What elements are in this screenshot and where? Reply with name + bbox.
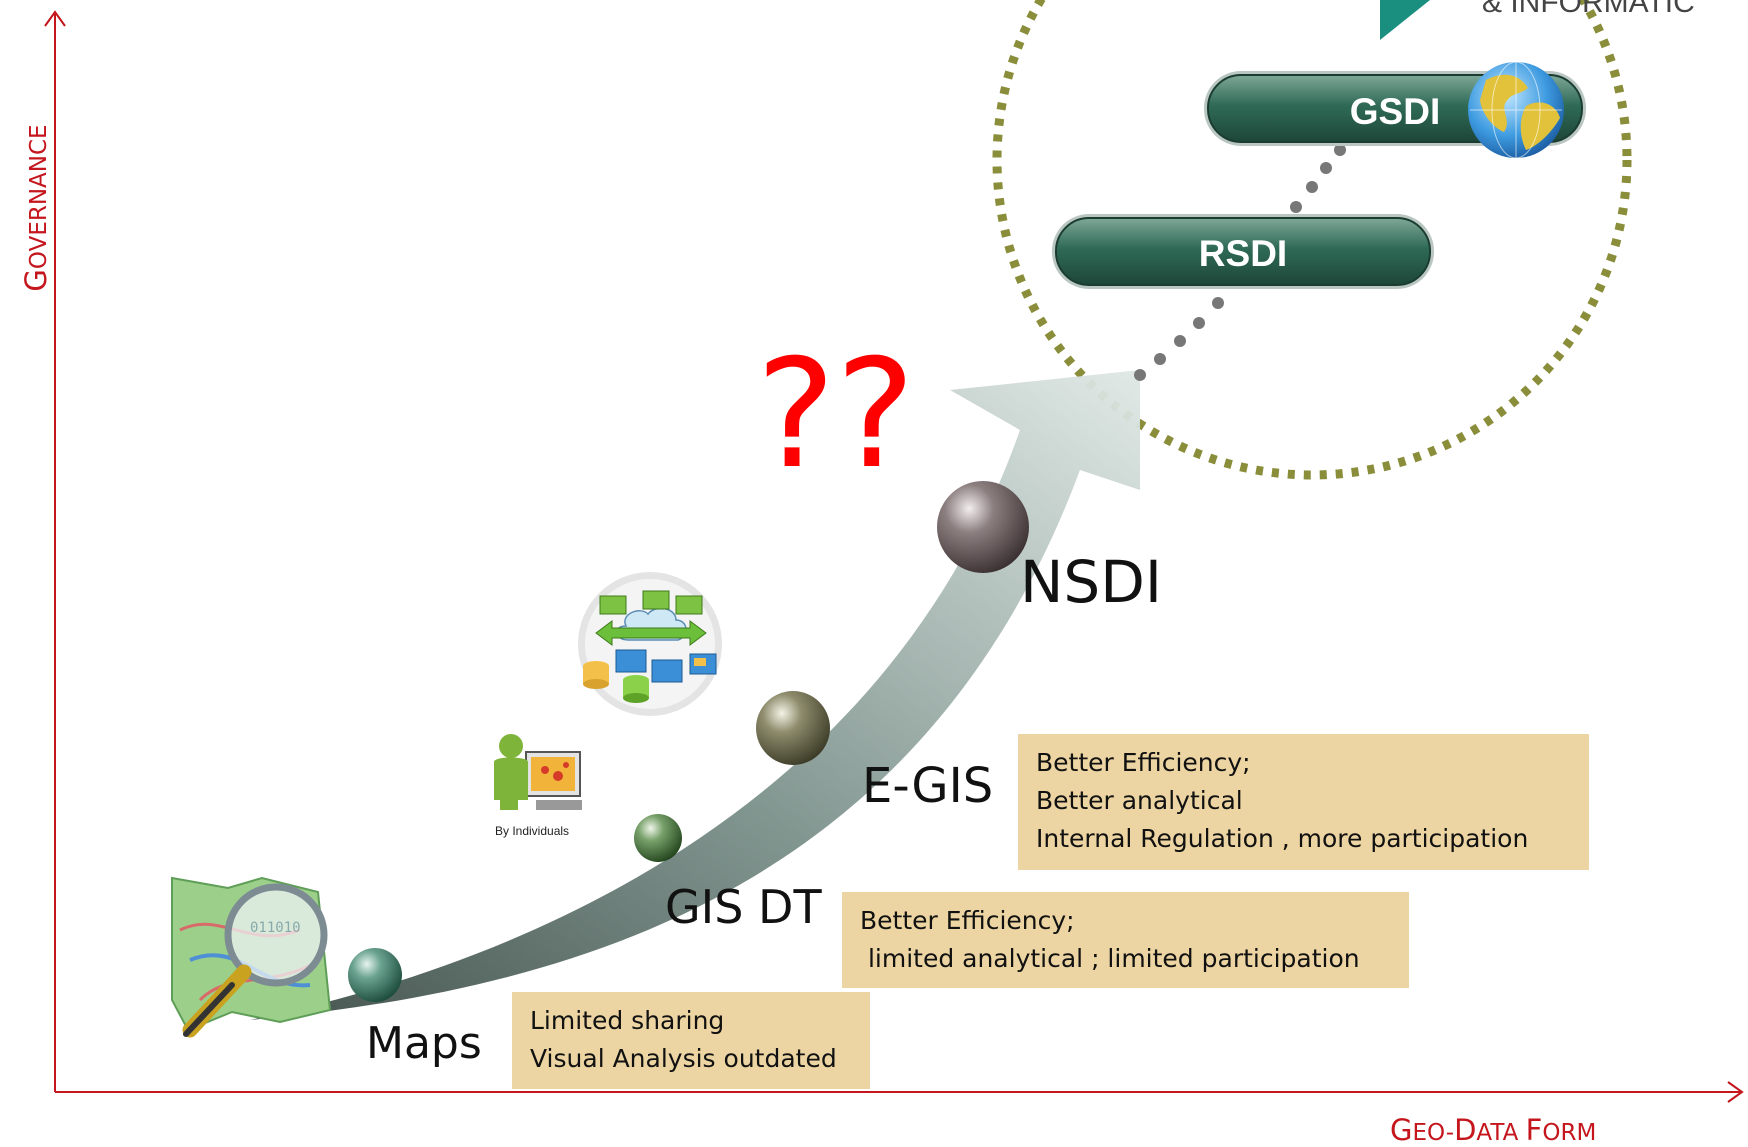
gisdt-desc-line-1: Better Efficiency; xyxy=(860,906,1075,935)
stage-label-gis-dt: GIS DT xyxy=(665,880,822,934)
y-axis xyxy=(44,10,66,1092)
gisdt-desc-line-2: limited analytical ; limited participati… xyxy=(860,944,1360,973)
x-axis-title: GEO-DATA FORM xyxy=(1390,1113,1597,1147)
globe-icon xyxy=(1468,61,1564,159)
corner-logo-shape xyxy=(1380,0,1430,40)
stage-label-nsdi: NSDI xyxy=(1020,548,1162,616)
data-network-icon xyxy=(578,572,722,716)
gisdt-stage-ball xyxy=(634,814,682,862)
rsdi-label: RSDI xyxy=(1199,233,1287,274)
egis-desc-line-1: Better Efficiency; xyxy=(1036,748,1251,777)
y-axis-title: GOVERNANCE xyxy=(19,124,53,292)
x-axis xyxy=(55,1081,1744,1103)
rsdi-node: RSDI xyxy=(1052,214,1434,289)
gisdt-description-box: Better Efficiency; limited analytical ; … xyxy=(842,892,1409,988)
maps-desc-line-2: Visual Analysis outdated xyxy=(530,1044,837,1073)
egis-desc-line-2: Better analytical xyxy=(1036,786,1243,815)
maps-description-box: Limited sharing Visual Analysis outdated xyxy=(512,992,870,1089)
egis-stage-ball xyxy=(756,691,830,765)
egis-desc-line-3: Internal Regulation , more participation xyxy=(1036,824,1529,853)
growth-arrow xyxy=(250,370,1140,1020)
nsdi-stage-ball xyxy=(937,481,1029,573)
maps-stage-ball xyxy=(348,948,402,1002)
individuals-caption: By Individuals xyxy=(495,824,570,838)
svg-text:011010: 011010 xyxy=(250,920,301,936)
individual-user-icon xyxy=(494,734,582,810)
maps-desc-line-1: Limited sharing xyxy=(530,1006,725,1035)
gsdi-label: GSDI xyxy=(1350,91,1440,132)
stage-label-maps: Maps xyxy=(366,1018,482,1069)
egis-description-box: Better Efficiency; Better analytical Int… xyxy=(1018,734,1589,870)
stage-label-e-gis: E-GIS xyxy=(862,758,994,814)
future-scope-circle xyxy=(992,0,1632,480)
map-magnifier-icon: 011010 xyxy=(171,876,332,1038)
question-marks: ?? xyxy=(756,328,916,502)
corner-logo-text: & INFORMATIC xyxy=(1482,0,1695,19)
